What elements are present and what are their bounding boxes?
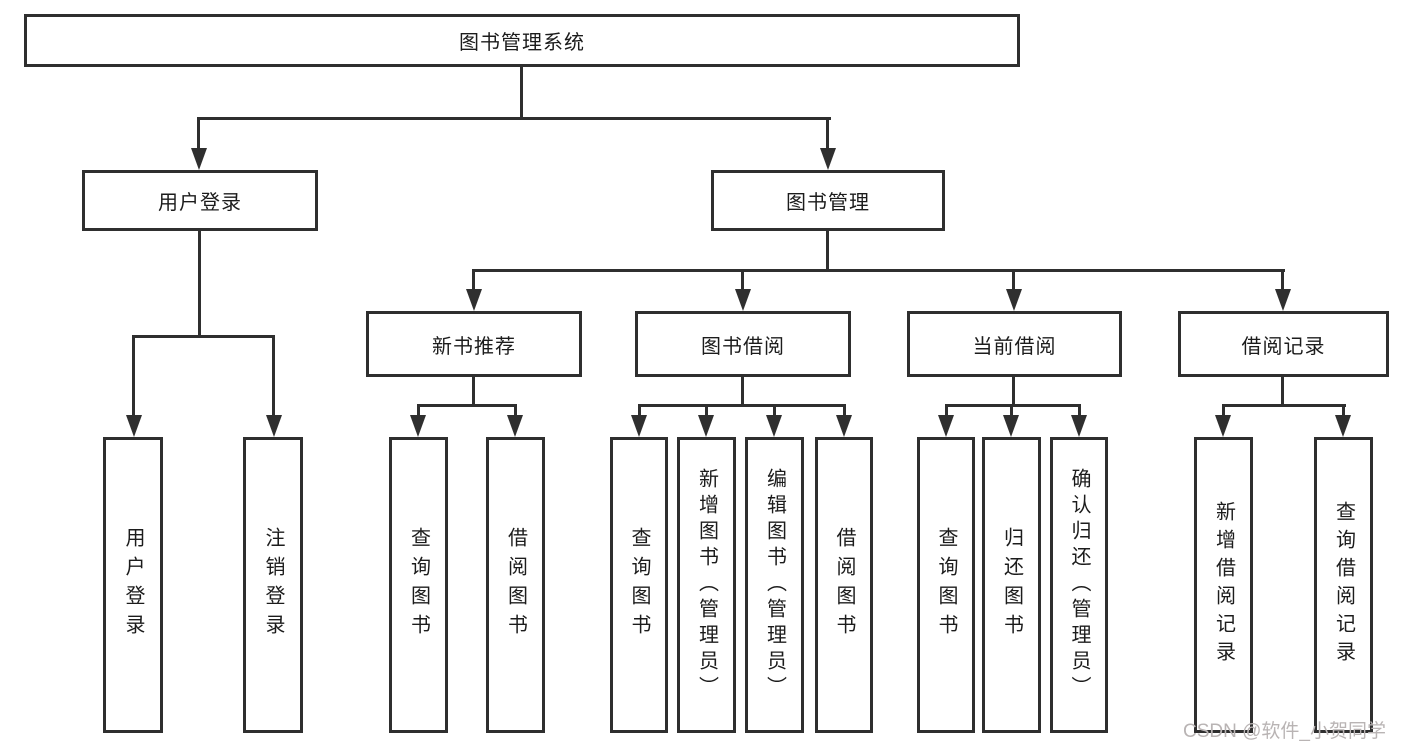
arrowhead-leaf-current-1	[938, 415, 954, 437]
connector-records-split	[1222, 404, 1346, 407]
node-book-borrow: 图书借阅	[635, 311, 851, 377]
arrowhead-records	[1275, 289, 1291, 311]
connector-current-stem	[1012, 377, 1015, 407]
arrowhead-leaf-login-2	[266, 415, 282, 437]
connector-to-leaf-newbook-2	[514, 404, 517, 418]
connector-to-leaf-borrow-2	[705, 404, 708, 418]
arrowhead-newbook	[466, 289, 482, 311]
leaf-current-query-books: 查询图书	[917, 437, 975, 733]
arrowhead-leaf-records-2	[1335, 415, 1351, 437]
connector-login-stem	[198, 231, 201, 337]
leaf-logout-label: 注销登录	[262, 527, 284, 643]
leaf-newbook-borrow-books: 借阅图书	[486, 437, 545, 733]
connector-to-leaf-current-3	[1078, 404, 1081, 418]
connector-root-stem	[520, 67, 523, 119]
arrowhead-leaf-login-1	[126, 415, 142, 437]
arrowhead-leaf-records-1	[1215, 415, 1231, 437]
leaf-user-login: 用户登录	[103, 437, 163, 733]
connector-to-leaf-records-1	[1222, 404, 1225, 418]
connector-to-newbook	[472, 269, 475, 291]
node-new-book-recommend-label: 新书推荐	[432, 335, 516, 358]
leaf-confirm-return-admin: 确认归还（管理员）	[1050, 437, 1108, 733]
node-user-login: 用户登录	[82, 170, 318, 231]
leaf-add-borrow-record-label: 新增借阅记录	[1212, 501, 1235, 669]
node-root-label: 图书管理系统	[459, 32, 585, 54]
node-borrow-records-label: 借阅记录	[1241, 335, 1326, 358]
leaf-current-query-books-label: 查询图书	[935, 527, 957, 643]
connector-to-leaf-borrow-3	[773, 404, 776, 418]
arrowhead-leaf-borrow-1	[631, 415, 647, 437]
connector-to-records	[1281, 269, 1284, 291]
leaf-newbook-query-books: 查询图书	[389, 437, 448, 733]
leaf-user-login-label: 用户登录	[122, 527, 144, 643]
arrowhead-leaf-current-3	[1071, 415, 1087, 437]
node-book-management: 图书管理	[711, 170, 945, 231]
connector-newbook-stem	[472, 377, 475, 407]
arrowhead-leaf-borrow-4	[836, 415, 852, 437]
connector-login-split	[132, 335, 275, 338]
connector-to-borrow	[741, 269, 744, 291]
arrowhead-leaf-newbook-1	[410, 415, 426, 437]
leaf-query-borrow-record-label: 查询借阅记录	[1332, 501, 1355, 669]
node-root: 图书管理系统	[24, 14, 1020, 67]
leaf-newbook-query-books-label: 查询图书	[407, 527, 430, 643]
connector-current-split	[945, 404, 1081, 407]
node-borrow-records: 借阅记录	[1178, 311, 1389, 377]
arrowhead-leaf-newbook-2	[507, 415, 523, 437]
leaf-borrow-books-label: 借阅图书	[833, 527, 855, 643]
connector-borrow-split	[638, 404, 846, 407]
leaf-return-books: 归还图书	[982, 437, 1041, 733]
connector-newbook-split	[417, 404, 517, 407]
csdn-watermark: CSDN @软件_小贺同学	[1183, 721, 1386, 742]
leaf-query-borrow-record: 查询借阅记录	[1314, 437, 1373, 733]
connector-to-leaf-newbook-1	[417, 404, 420, 418]
connector-to-leaf-current-2	[1010, 404, 1013, 418]
node-current-borrow: 当前借阅	[907, 311, 1122, 377]
leaf-confirm-return-admin-label: 确认归还（管理员）	[1068, 468, 1090, 702]
leaf-borrow-books: 借阅图书	[815, 437, 873, 733]
connector-records-stem	[1281, 377, 1284, 407]
leaf-add-borrow-record: 新增借阅记录	[1194, 437, 1253, 733]
leaf-borrow-query-books: 查询图书	[610, 437, 668, 733]
arrowhead-book-management	[820, 148, 836, 170]
leaf-newbook-borrow-books-label: 借阅图书	[504, 527, 527, 643]
arrowhead-current	[1006, 289, 1022, 311]
arrowhead-user-login	[191, 148, 207, 170]
connector-to-leaf-records-2	[1342, 404, 1345, 418]
node-book-management-label: 图书管理	[786, 192, 870, 214]
arrowhead-leaf-borrow-3	[766, 415, 782, 437]
leaf-edit-book-admin: 编辑图书（管理员）	[745, 437, 804, 733]
arrowhead-leaf-borrow-2	[698, 415, 714, 437]
connector-borrow-stem	[741, 377, 744, 407]
arrowhead-leaf-current-2	[1003, 415, 1019, 437]
leaf-edit-book-admin-label: 编辑图书（管理员）	[763, 468, 786, 702]
connector-to-leaf-current-1	[945, 404, 948, 418]
connector-mgmt-split	[472, 269, 1285, 272]
node-book-borrow-label: 图书借阅	[701, 335, 785, 358]
leaf-logout: 注销登录	[243, 437, 303, 733]
leaf-add-book-admin: 新增图书（管理员）	[677, 437, 736, 733]
leaf-borrow-query-books-label: 查询图书	[628, 527, 650, 643]
connector-mgmt-stem	[826, 231, 829, 272]
connector-to-leaf-borrow-4	[843, 404, 846, 418]
node-current-borrow-label: 当前借阅	[972, 335, 1057, 358]
connector-to-current	[1012, 269, 1015, 291]
connector-to-leaf-borrow-1	[638, 404, 641, 418]
connector-to-leaf-login-2	[272, 335, 275, 417]
node-user-login-label: 用户登录	[158, 192, 242, 214]
connector-root-split	[197, 117, 831, 120]
connector-to-user-login	[197, 117, 200, 149]
connector-to-leaf-login-1	[132, 335, 135, 417]
arrowhead-borrow	[735, 289, 751, 311]
leaf-add-book-admin-label: 新增图书（管理员）	[695, 468, 718, 702]
node-new-book-recommend: 新书推荐	[366, 311, 582, 377]
leaf-return-books-label: 归还图书	[1000, 527, 1023, 643]
connector-to-book-management	[826, 117, 829, 149]
